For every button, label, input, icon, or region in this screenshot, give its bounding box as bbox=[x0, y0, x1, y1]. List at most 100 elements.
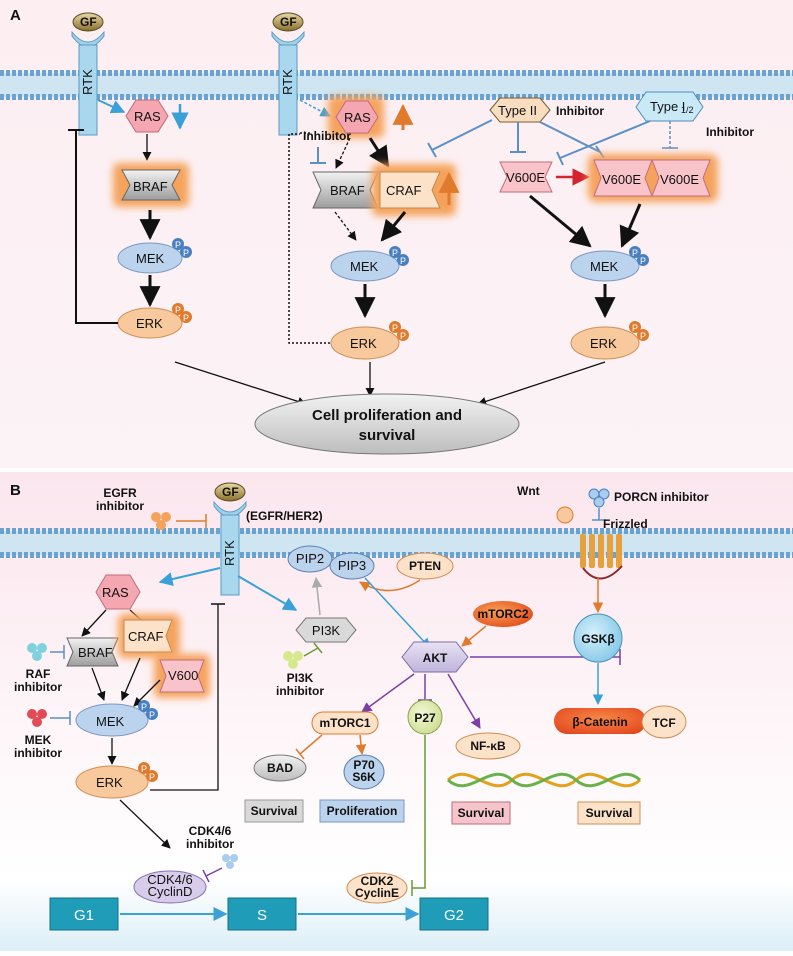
inhibit-type1-v600e bbox=[559, 120, 651, 159]
bad: BAD bbox=[253, 754, 307, 782]
survival-box-3: Survival bbox=[577, 801, 641, 825]
ras-b-label: RAS bbox=[102, 585, 129, 600]
egfr-inhibitor-line1: EGFR bbox=[103, 486, 137, 500]
rtk-receptor-2: GF RTK bbox=[271, 12, 305, 136]
s6k-label: S6K bbox=[352, 770, 376, 784]
arrow-ras-braf-2 bbox=[335, 137, 351, 169]
v600e-dimer-a-label: V600E bbox=[602, 172, 641, 187]
survival-box-1: Survival bbox=[244, 799, 304, 823]
tcf-label: TCF bbox=[652, 716, 675, 730]
svg-text:Survival: Survival bbox=[458, 806, 505, 820]
inhibit-bad-bar bbox=[295, 748, 305, 760]
arrow-rtk-ras-1 bbox=[97, 99, 126, 114]
cell-membrane-b bbox=[0, 528, 793, 558]
survival-box-2: Survival bbox=[451, 801, 511, 825]
cell-proliferation-node: Cell proliferation and survival bbox=[254, 393, 520, 455]
egfr-her2-label: (EGFR/HER2) bbox=[246, 509, 323, 523]
pten-label: PTEN bbox=[409, 559, 441, 573]
gf-ligand-2: GF bbox=[280, 15, 297, 29]
ras-1-label: RAS bbox=[134, 109, 161, 124]
beta-catenin: β-Catenin bbox=[554, 708, 646, 734]
braf-b-label: BRAF bbox=[78, 645, 113, 660]
gsk-label: GSKβ bbox=[581, 632, 614, 646]
ras-1: RAS bbox=[125, 99, 169, 133]
phospho-icon: P bbox=[149, 710, 155, 720]
arrow-v600-mek-b bbox=[133, 679, 161, 707]
mtorc2: mTORC2 bbox=[473, 601, 533, 627]
cdk46-label: CDK4/6 bbox=[147, 872, 193, 887]
arrow-ras-braf-b bbox=[81, 609, 107, 637]
phospho-icon: P bbox=[640, 256, 646, 266]
nf-kb: NF-κB bbox=[455, 732, 521, 760]
braf-2: BRAF bbox=[312, 171, 379, 209]
inhibit-mtorc1-bad bbox=[299, 734, 323, 755]
phase-g1: G1 bbox=[49, 897, 119, 931]
phospho-icon: P bbox=[640, 331, 646, 341]
braf-1-label: BRAF bbox=[133, 179, 168, 194]
cdk46-inhibitor-line1: CDK4/6 bbox=[189, 824, 232, 838]
braf-b: BRAF bbox=[66, 637, 119, 667]
braf-2-label: BRAF bbox=[330, 183, 365, 198]
phospho-icon: P bbox=[149, 772, 155, 782]
arrow-dimer-mek bbox=[619, 203, 642, 248]
cdk46-cyclind: CDK4/6 CyclinD bbox=[133, 870, 207, 904]
pip3-label: PIP3 bbox=[338, 558, 366, 573]
phospho-icon: P bbox=[392, 323, 398, 333]
tcf: TCF bbox=[641, 705, 687, 739]
raf-inhibitor-line2: inhibitor bbox=[14, 680, 62, 694]
pi3k-label: PI3K bbox=[312, 623, 341, 638]
mtorc1-label: mTORC1 bbox=[319, 716, 370, 730]
mek-inhibitor-line1: MEK bbox=[25, 733, 52, 747]
v600-b: V600 bbox=[154, 654, 210, 698]
type-i-label: Type I bbox=[650, 99, 685, 114]
craf-b: CRAF bbox=[118, 614, 180, 658]
dna-helix-icon bbox=[446, 772, 642, 788]
p27: P27 bbox=[407, 699, 443, 735]
akt: AKT bbox=[401, 641, 469, 673]
mek-3: MEK P P bbox=[570, 246, 649, 282]
arrow-mtorc2-akt bbox=[461, 625, 487, 647]
type-i-inhibitor: Type I 1/2 Inhibitor bbox=[635, 91, 754, 139]
panel-a-label: A bbox=[10, 7, 21, 24]
phospho-icon: P bbox=[175, 305, 181, 315]
braf-1: BRAF bbox=[113, 163, 189, 207]
v600e-dimer-b-label: V600E bbox=[660, 172, 699, 187]
p27-label: P27 bbox=[414, 711, 436, 725]
svg-text:S: S bbox=[257, 907, 267, 924]
arrow-rtk-ras-2 bbox=[299, 99, 331, 117]
raf-inhibitor-line1: RAF bbox=[26, 667, 51, 681]
mek-2-label: MEK bbox=[350, 259, 379, 274]
phospho-icon: P bbox=[632, 248, 638, 258]
p70-s6k: P70 S6K bbox=[343, 754, 385, 790]
rtk-receptor-b: GF RTK (EGFR/HER2) bbox=[213, 482, 323, 596]
erk-2-label: ERK bbox=[350, 336, 377, 351]
arrow-ras-craf bbox=[368, 137, 390, 168]
rtk-label-2: RTK bbox=[280, 69, 295, 95]
phase-g2: G2 bbox=[419, 897, 489, 931]
gsk-beta: GSKβ bbox=[573, 613, 623, 663]
mtorc1: mTORC1 bbox=[311, 711, 379, 735]
phospho-icon: P bbox=[175, 240, 181, 250]
pten: PTEN bbox=[396, 552, 454, 580]
arrow-braf-mek-b bbox=[91, 667, 106, 701]
type-i-inhibitor-label: Inhibitor bbox=[706, 125, 754, 139]
bcatenin-label: β-Catenin bbox=[572, 715, 627, 729]
svg-text:Survival: Survival bbox=[586, 806, 633, 820]
mek-3-label: MEK bbox=[590, 259, 619, 274]
svg-text:Survival: Survival bbox=[251, 804, 298, 818]
cdk46-inhibitor-line2: inhibitor bbox=[186, 837, 234, 851]
svg-text:Proliferation: Proliferation bbox=[327, 804, 398, 818]
porcn-inhibitor-icon bbox=[588, 488, 610, 508]
v600e-monomer: V600E bbox=[499, 161, 553, 193]
phospho-icon: P bbox=[400, 331, 406, 341]
svg-text:G1: G1 bbox=[74, 907, 94, 924]
type-ii-inhibitor-label: Inhibitor bbox=[556, 104, 604, 118]
craf: CRAF bbox=[372, 164, 456, 216]
arrow-akt-nfkb bbox=[447, 673, 481, 729]
pi3k-inhibitor-icon bbox=[283, 651, 303, 669]
arrow-v600e-mek bbox=[529, 194, 592, 248]
pi3k-inhibitor-line1: PI3K bbox=[287, 671, 314, 685]
erk-1: ERK P P bbox=[117, 303, 192, 339]
phospho-icon: P bbox=[632, 323, 638, 333]
